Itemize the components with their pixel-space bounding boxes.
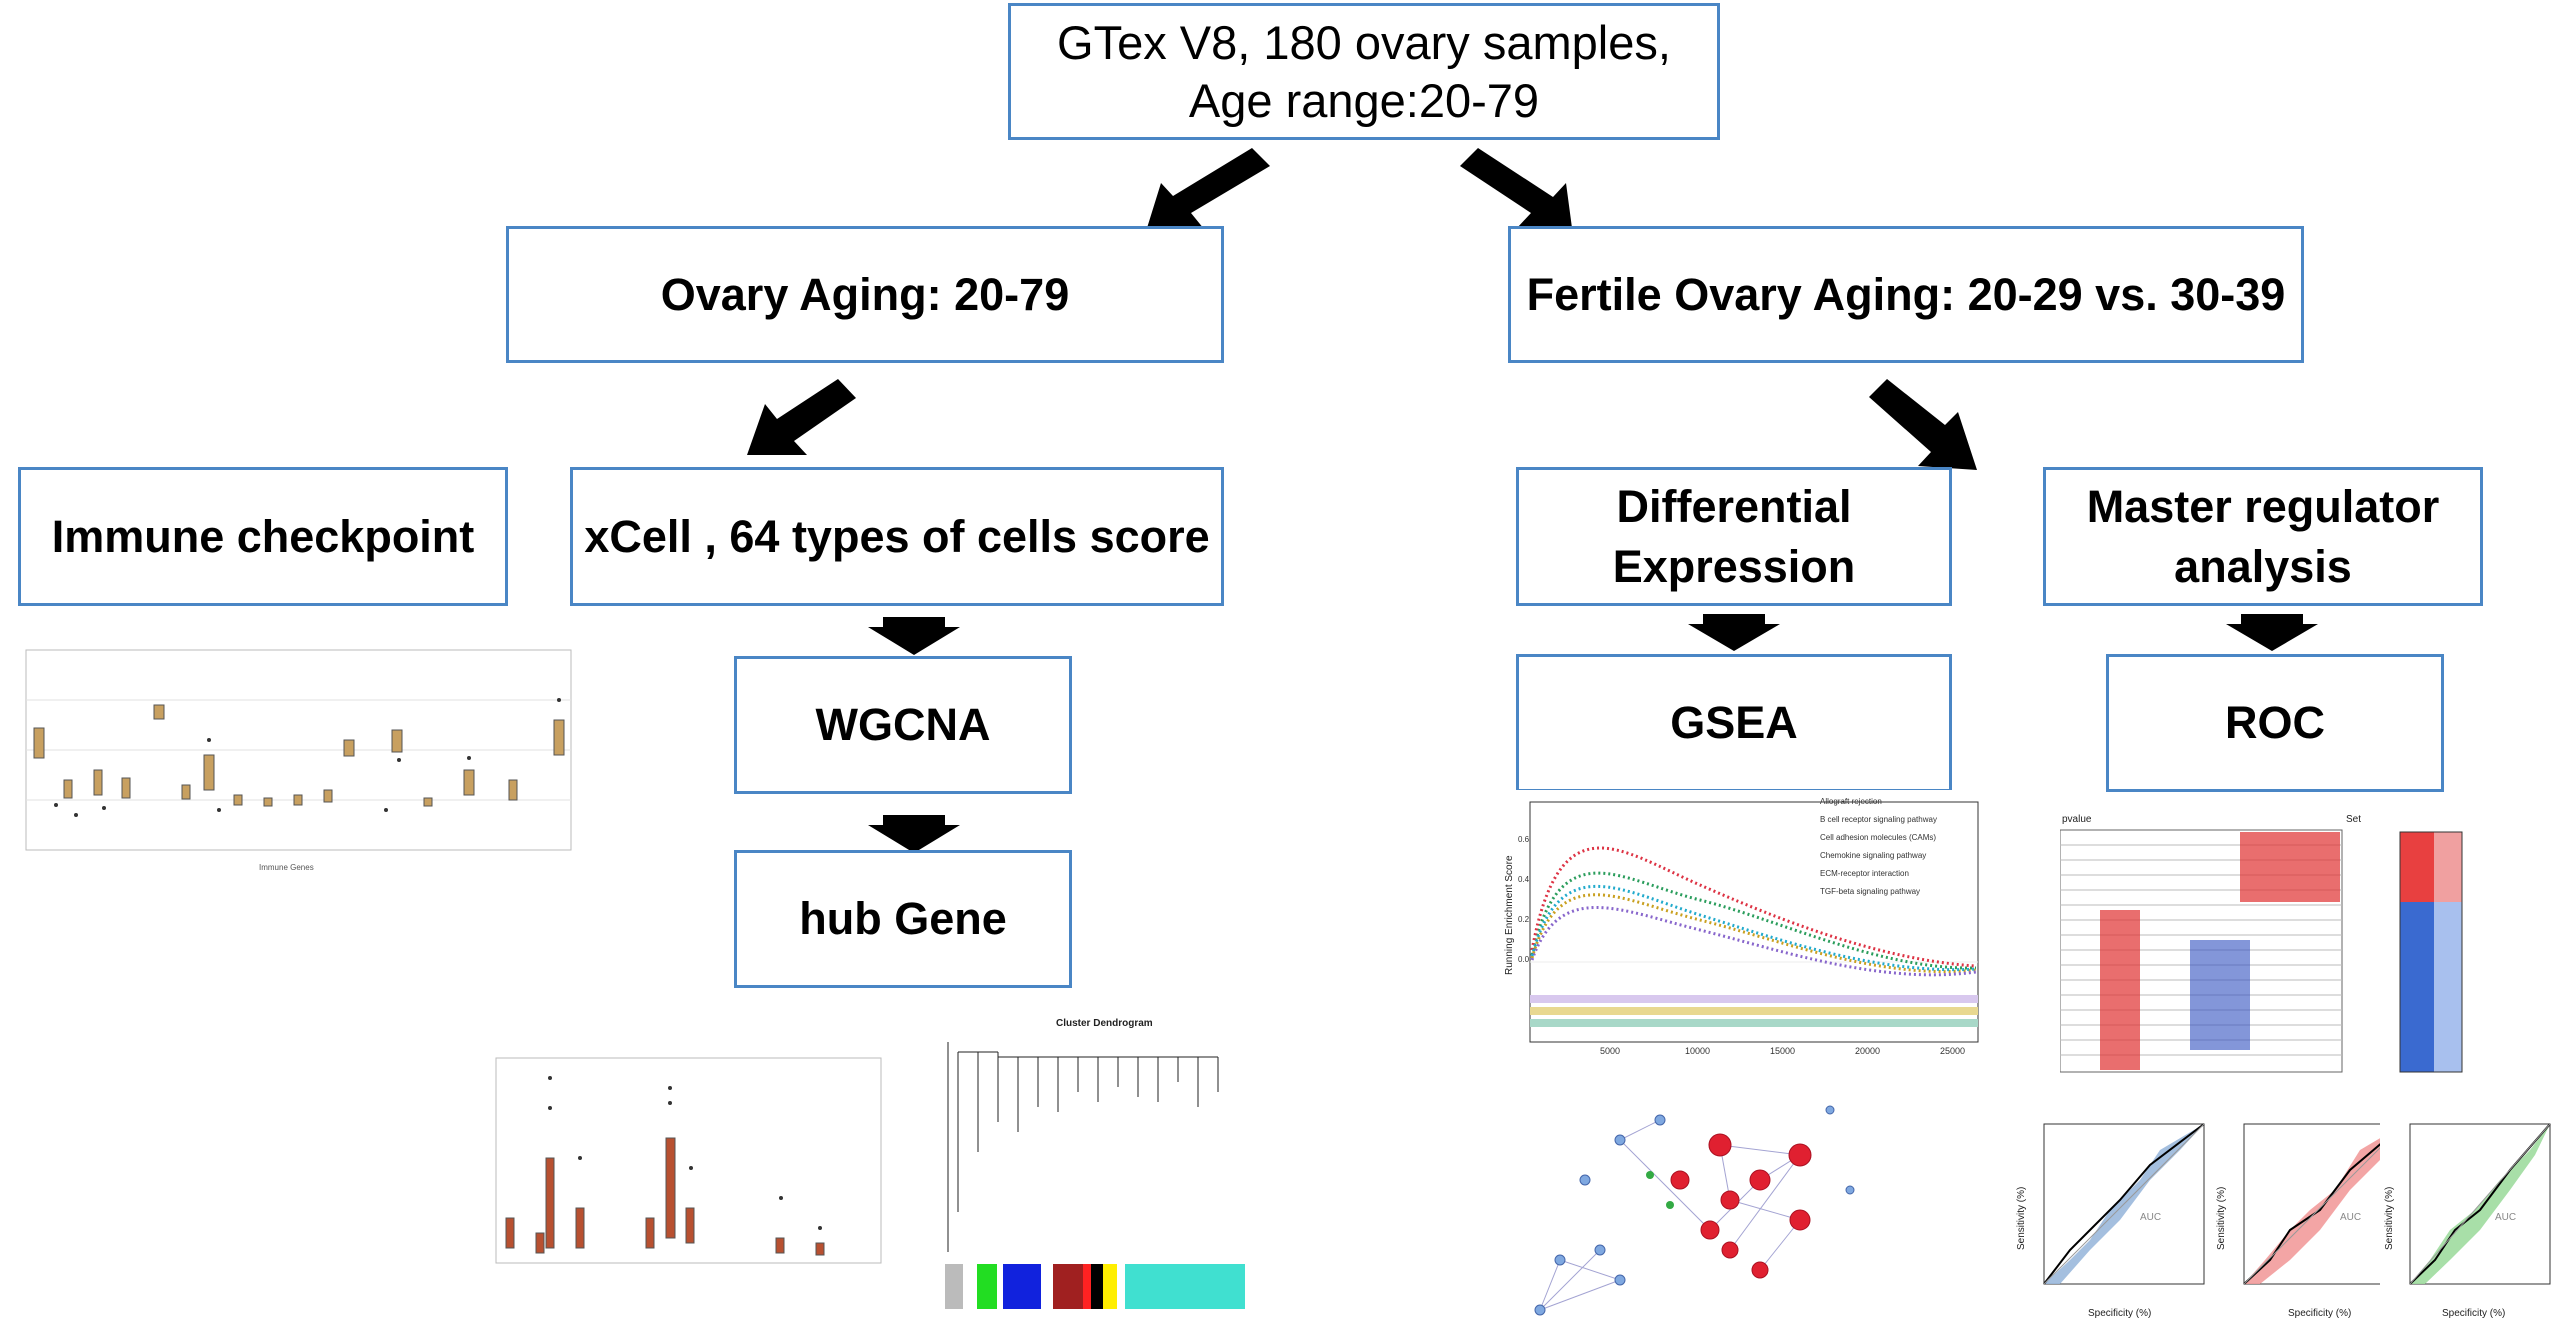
hub-boxplot-thumbnail xyxy=(486,1018,886,1314)
wgcna-label: WGCNA xyxy=(815,699,991,750)
network-thumbnail xyxy=(1500,1080,1920,1330)
roc-plot-3: AUC Specificity (%) Sensitivity (%) xyxy=(2380,1110,2556,1326)
data-source-line1: GTex V8, 180 ovary samples, xyxy=(1057,15,1671,69)
gsea-legend-5: TGF-beta signaling pathway xyxy=(1820,887,1920,896)
differential-label-line2: Expression xyxy=(1612,540,1856,592)
heatmap-set-header: Set xyxy=(2346,814,2361,825)
roc-3-ylabel: Sensitivity (%) xyxy=(2384,1187,2395,1250)
roc-2-xlabel: Specificity (%) xyxy=(2288,1308,2351,1319)
roc-plot-1: AUC Specificity (%) Sensitivity (%) xyxy=(2010,1110,2210,1326)
dendrogram-thumbnail: Cluster Dendrogram xyxy=(888,1012,1264,1314)
gsea-y-tick-3: 0.0 xyxy=(1518,955,1530,964)
gsea-y-tick-0: 0.6 xyxy=(1518,835,1530,844)
gsea-y-tick-1: 0.4 xyxy=(1518,875,1530,884)
fertile-ovary-aging-label: Fertile Ovary Aging: 20-29 vs. 30-39 xyxy=(1526,268,2286,320)
gsea-x-tick-2: 15000 xyxy=(1770,1046,1795,1056)
xcell-box: xCell , 64 types of cells score xyxy=(570,467,1224,606)
roc-2-auc: AUC xyxy=(2340,1212,2361,1223)
gsea-x-tick-3: 20000 xyxy=(1855,1046,1880,1056)
hub-gene-label: hub Gene xyxy=(799,893,1007,944)
arrow-ovary-to-xcell xyxy=(747,379,856,455)
xcell-label: xCell , 64 types of cells score xyxy=(584,510,1210,562)
gsea-thumbnail: Running Enrichment Score 0.6 0.4 0.2 0.0… xyxy=(1500,790,1986,1060)
svg-text:Immune Genes: Immune Genes xyxy=(259,863,314,872)
gsea-y-tick-2: 0.2 xyxy=(1518,915,1530,924)
roc-1-auc: AUC xyxy=(2140,1212,2161,1223)
arrow-de-to-gsea xyxy=(1688,614,1780,651)
arrow-master-to-roc xyxy=(2226,614,2318,651)
differential-label-line1: Differential xyxy=(1616,480,1852,532)
gsea-x-tick-1: 10000 xyxy=(1685,1046,1710,1056)
arrow-wgcna-to-hub xyxy=(868,815,960,853)
arrow-top-to-ovary-aging xyxy=(1147,148,1270,229)
roc-3-auc: AUC xyxy=(2495,1212,2516,1223)
master-regulator-line2: analysis xyxy=(2174,540,2352,592)
roc-1-xlabel: Specificity (%) xyxy=(2088,1308,2151,1319)
dendrogram-title: Cluster Dendrogram xyxy=(1056,1018,1153,1029)
immune-checkpoint-box: Immune checkpoint xyxy=(18,467,508,606)
master-regulator-line1: Master regulator xyxy=(2086,480,2440,532)
arrow-fertile-to-master xyxy=(1869,379,1977,470)
ovary-aging-label: Ovary Aging: 20-79 xyxy=(660,268,1070,320)
gsea-legend-2: Cell adhesion molecules (CAMs) xyxy=(1820,833,1936,842)
gsea-legend-1: B cell receptor signaling pathway xyxy=(1820,815,1937,824)
gsea-x-tick-0: 5000 xyxy=(1600,1046,1620,1056)
heatmap-pvalue-header: pvalue xyxy=(2062,814,2092,825)
hub-gene-box: hub Gene xyxy=(734,850,1072,988)
data-source-line2: Age range:20-79 xyxy=(1188,73,1540,127)
roc-plot-2: AUC Specificity (%) Sensitivity (%) xyxy=(2210,1110,2410,1326)
gsea-legend-4: ECM-receptor interaction xyxy=(1820,869,1909,878)
gsea-box: GSEA xyxy=(1516,654,1952,792)
gsea-legend-0: Allograft rejection xyxy=(1820,797,1882,806)
master-regulator-heatmap-thumbnail: pvalue Set xyxy=(2060,810,2559,1080)
arrow-xcell-to-wgcna xyxy=(868,617,960,655)
wgcna-box: WGCNA xyxy=(734,656,1072,794)
roc-1-ylabel: Sensitivity (%) xyxy=(2016,1187,2027,1250)
gsea-legend-3: Chemokine signaling pathway xyxy=(1820,851,1926,860)
ovary-aging-box: Ovary Aging: 20-79 xyxy=(506,226,1224,363)
data-source-box: GTex V8, 180 ovary samples, Age range:20… xyxy=(1008,3,1720,140)
gsea-label: GSEA xyxy=(1670,697,1798,748)
gsea-y-axis-label: Running Enrichment Score xyxy=(1504,855,1515,975)
gsea-x-tick-4: 25000 xyxy=(1940,1046,1965,1056)
roc-3-xlabel: Specificity (%) xyxy=(2442,1308,2505,1319)
fertile-ovary-aging-box: Fertile Ovary Aging: 20-29 vs. 30-39 xyxy=(1508,226,2304,363)
roc-box: ROC xyxy=(2106,654,2444,792)
differential-expression-box: Differential Expression xyxy=(1516,467,1952,606)
immune-checkpoint-label: Immune checkpoint xyxy=(51,510,475,562)
immune-boxplot-thumbnail: Immune Genes xyxy=(4,620,574,885)
roc-label: ROC xyxy=(2225,697,2325,748)
roc-2-ylabel: Sensitivity (%) xyxy=(2216,1187,2227,1250)
arrow-top-to-fertile-aging xyxy=(1460,148,1572,228)
master-regulator-box: Master regulator analysis xyxy=(2043,467,2483,606)
